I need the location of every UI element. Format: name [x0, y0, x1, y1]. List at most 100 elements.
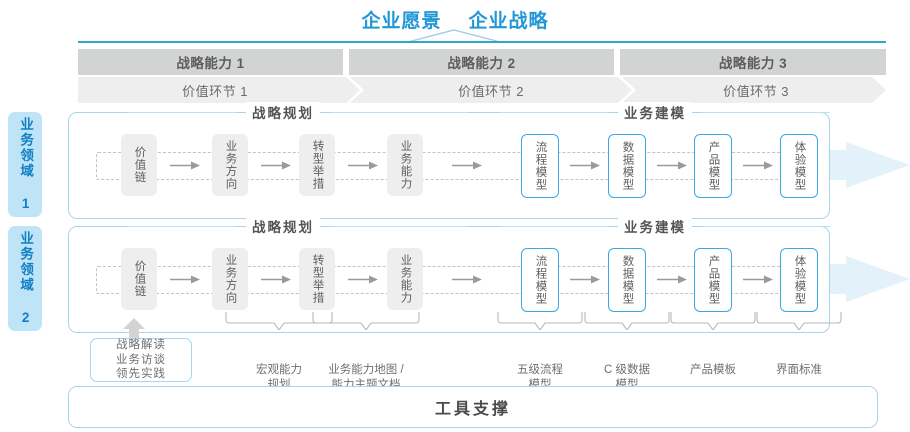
node-value-chain-2[interactable]: 价值链: [121, 248, 157, 310]
node-label: 产品模型: [707, 255, 720, 305]
node-data-model-2[interactable]: 数据模型: [608, 248, 646, 312]
value-stage-1[interactable]: 价值环节 1: [78, 77, 360, 103]
node-label: 业务能力: [399, 140, 412, 190]
section-modeling-1-label: 业务建模: [618, 102, 692, 122]
section-rule-right: [330, 225, 468, 227]
node-transformation-1[interactable]: 转型举措: [299, 134, 335, 196]
arrow-right-icon: [657, 161, 687, 170]
capability-bar: 战略能力 1 战略能力 2 战略能力 3: [78, 49, 886, 75]
node-label: 流程模型: [534, 255, 547, 305]
page-title: 企业愿景 企业战略: [0, 6, 910, 33]
node-label: 转型举措: [311, 140, 324, 190]
node-label: 体验模型: [793, 141, 806, 191]
sidebar-item-domain-1[interactable]: 业务领域 1: [8, 112, 42, 217]
value-stage-3-label: 价值环节 3: [723, 83, 789, 99]
value-stage-1-label: 价值环节 1: [182, 83, 248, 99]
section-planning-1-label: 战略规划: [246, 102, 320, 122]
node-experience-model-2[interactable]: 体验模型: [780, 248, 818, 312]
capability-1-label: 战略能力 1: [176, 56, 245, 71]
node-label: 价值链: [133, 260, 146, 298]
node-label: 业务能力: [399, 254, 412, 304]
domain-2-label: 业务领域 2: [18, 230, 34, 327]
section-planning-2-label: 战略规划: [246, 216, 320, 236]
node-label: 数据模型: [621, 141, 634, 191]
value-stage-2[interactable]: 价值环节 2: [350, 77, 632, 103]
section-rule-left: [500, 111, 608, 113]
note-ui-standard: 界面标准: [755, 348, 843, 378]
bracket-data-model: [584, 312, 670, 330]
sidebar-item-domain-2[interactable]: 业务领域 2: [8, 226, 42, 331]
arrow-right-icon: [348, 161, 378, 170]
section-planning-1: 战略规划: [128, 102, 468, 122]
callout-strategy-inputs[interactable]: 战略解读 业务访谈 领先实践: [90, 338, 192, 382]
arrow-right-icon: [170, 275, 200, 284]
arrow-right-icon: [570, 275, 600, 284]
capability-2-label: 战略能力 2: [447, 56, 516, 71]
node-product-model-2[interactable]: 产品模型: [694, 248, 732, 312]
callout-label: 战略解读 业务访谈 领先实践: [116, 338, 166, 381]
arrow-right-icon: [170, 161, 200, 170]
node-product-model-1[interactable]: 产品模型: [694, 134, 732, 198]
node-business-direction-2[interactable]: 业务方向: [212, 248, 248, 310]
capability-2[interactable]: 战略能力 2: [349, 49, 614, 75]
value-stage-3[interactable]: 价值环节 3: [622, 77, 886, 103]
title-strategy: 企业战略: [468, 11, 549, 32]
capability-3[interactable]: 战略能力 3: [620, 49, 886, 75]
node-data-model-1[interactable]: 数据模型: [608, 134, 646, 198]
node-process-model-1[interactable]: 流程模型: [521, 134, 559, 198]
note-label: 产品模板: [690, 363, 736, 376]
section-planning-2: 战略规划: [128, 216, 468, 236]
section-rule-right: [702, 111, 830, 113]
node-transformation-2[interactable]: 转型举措: [299, 248, 335, 310]
node-experience-model-1[interactable]: 体验模型: [780, 134, 818, 198]
arrow-up-icon: [123, 318, 145, 342]
node-label: 流程模型: [534, 141, 547, 191]
footer-label: 工具支撑: [434, 401, 511, 418]
arrow-right-icon: [348, 275, 378, 284]
header-rule: [78, 41, 886, 43]
section-rule-left: [500, 225, 608, 227]
note-label: 界面标准: [776, 363, 822, 376]
node-business-direction-1[interactable]: 业务方向: [212, 134, 248, 196]
value-stage-bar: 价值环节 1 价值环节 2 价值环节 3: [78, 77, 886, 103]
capability-1[interactable]: 战略能力 1: [78, 49, 343, 75]
section-rule-right: [330, 111, 468, 113]
section-rule-left: [128, 111, 236, 113]
node-label: 业务方向: [224, 140, 237, 190]
section-rule-left: [128, 225, 236, 227]
bracket-macro-capability: [225, 312, 333, 330]
node-label: 转型举措: [311, 254, 324, 304]
bracket-product-template: [670, 312, 756, 330]
bracket-capability-map: [312, 312, 420, 330]
peak-connector-icon: [408, 29, 500, 43]
arrow-right-icon: [743, 275, 773, 284]
section-modeling-2: 业务建模: [500, 216, 830, 236]
node-business-capability-1[interactable]: 业务能力: [387, 134, 423, 196]
node-value-chain-1[interactable]: 价值链: [121, 134, 157, 196]
node-process-model-2[interactable]: 流程模型: [521, 248, 559, 312]
value-stage-2-label: 价值环节 2: [458, 83, 524, 99]
node-business-capability-2[interactable]: 业务能力: [387, 248, 423, 310]
bracket-ui-standard: [756, 312, 842, 330]
arrow-right-icon: [452, 161, 482, 170]
domain-1-label: 业务领域 1: [18, 116, 34, 213]
section-modeling-1: 业务建模: [500, 102, 830, 122]
arrow-right-icon: [657, 275, 687, 284]
capability-3-label: 战略能力 3: [718, 56, 788, 71]
node-label: 数据模型: [621, 255, 634, 305]
node-label: 业务方向: [224, 254, 237, 304]
section-modeling-2-label: 业务建模: [618, 216, 692, 236]
arrow-right-icon: [452, 275, 482, 284]
footer-tool-support: 工具支撑: [68, 386, 878, 428]
node-label: 体验模型: [793, 255, 806, 305]
arrow-right-icon: [261, 275, 291, 284]
bracket-process-model: [497, 312, 583, 330]
node-label: 产品模型: [707, 141, 720, 191]
arrow-right-icon: [570, 161, 600, 170]
arrow-right-icon: [743, 161, 773, 170]
arrow-right-icon: [261, 161, 291, 170]
section-rule-right: [702, 225, 830, 227]
node-label: 价值链: [133, 146, 146, 184]
note-product-template: 产品模板: [669, 348, 757, 378]
